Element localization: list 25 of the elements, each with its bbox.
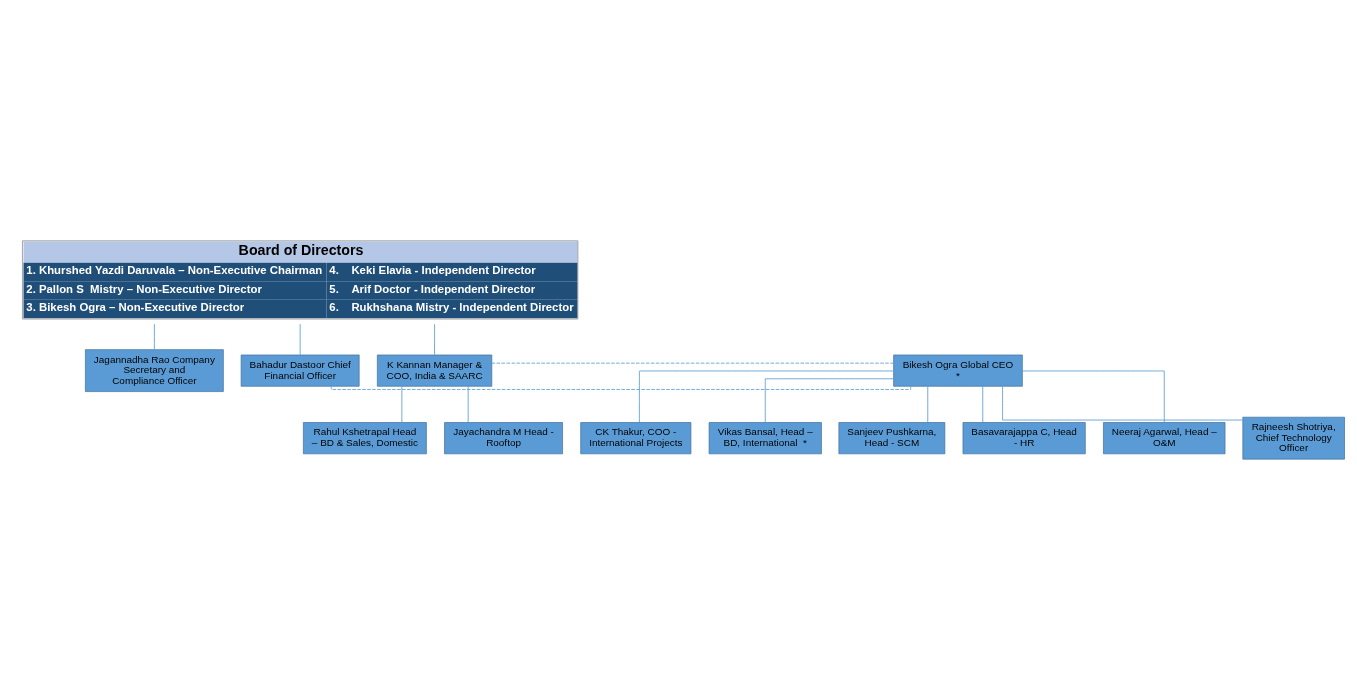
node-box: Bikesh Ogra Global CEO * — [893, 354, 1023, 387]
connector — [401, 385, 403, 423]
node-box: Sanjeev Pushkarna, Head - SCM — [838, 422, 946, 455]
node-box: Rajneesh Shotriya, Chief Technology Officer — [1242, 416, 1345, 460]
node-box: Jayachandra M Head - Rooftop — [444, 422, 563, 455]
connector — [434, 323, 435, 356]
connector — [764, 378, 894, 423]
connector — [467, 385, 469, 423]
connector — [982, 385, 984, 423]
connector — [491, 362, 894, 364]
node-box: Neeraj Agarwal, Head – O&M — [1103, 422, 1226, 455]
connector — [153, 323, 155, 350]
node-box: Vikas Bansal, Head – BD, International * — [708, 422, 822, 455]
node-box: Basavarajappa C, Head - HR — [962, 422, 1086, 455]
connector — [1021, 370, 1165, 423]
node-box: CK Thakur, COO - International Projects — [580, 422, 692, 455]
connector — [330, 386, 912, 390]
node-box: Bahadur Dastoor Chief Financial Officer — [240, 354, 360, 387]
node-box: Jagannadha Rao Company Secretary and Compliance Officer — [85, 349, 224, 392]
connector — [299, 323, 301, 356]
connector — [927, 385, 929, 423]
node-box: Rahul Kshetrapal Head – BD & Sales, Domestic — [303, 422, 427, 455]
connector — [638, 370, 894, 423]
node-box: K Kannan Manager & COO, India & SAARC — [376, 354, 493, 387]
connector — [1002, 386, 1244, 421]
